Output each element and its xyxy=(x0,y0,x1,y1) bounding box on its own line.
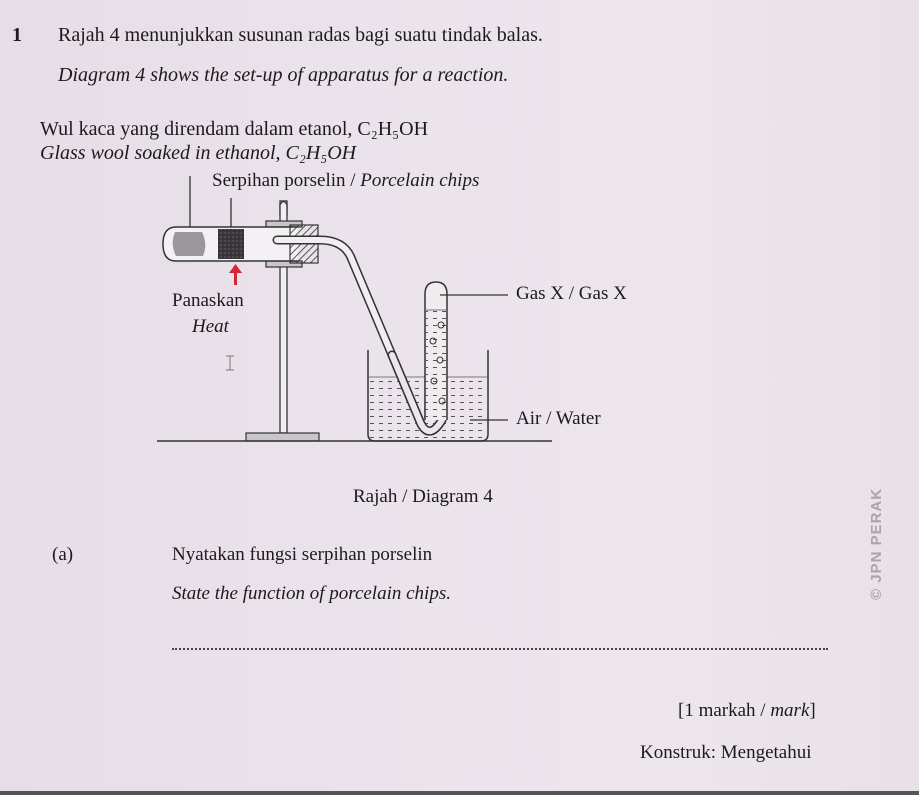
watermark: © JPN PERAK xyxy=(868,487,885,600)
question-number: 1 xyxy=(12,24,22,46)
question-intro-english: Diagram 4 shows the set-up of apparatus … xyxy=(58,64,509,86)
heat-arrow-icon xyxy=(229,264,242,285)
porcelain-chips-label: Serpihan porselin / Porcelain chips xyxy=(212,170,480,191)
heat-label-malay: Panaskan xyxy=(172,290,244,311)
screen-bottom-edge xyxy=(0,791,919,795)
construct-label: Konstruk: Mengetahui xyxy=(640,742,812,763)
marks-label: [1 markah / mark] xyxy=(678,700,816,721)
answer-line[interactable] xyxy=(172,640,828,650)
glass-wool xyxy=(172,232,206,256)
heat-label-english: Heat xyxy=(192,316,229,337)
gas-bubbles xyxy=(429,321,446,405)
part-a-question-english: State the function of porcelain chips. xyxy=(172,583,451,604)
porcelain-chips xyxy=(218,229,244,259)
part-a-label: (a) xyxy=(52,544,74,565)
water-label: Air / Water xyxy=(516,408,601,429)
question-intro-malay: Rajah 4 menunjukkan susunan radas bagi s… xyxy=(58,24,543,46)
diagram-caption: Rajah / Diagram 4 xyxy=(353,486,493,507)
part-a-question-malay: Nyatakan fungsi serpihan porselin xyxy=(172,544,433,565)
retort-stand-base xyxy=(245,432,320,442)
text-cursor-icon xyxy=(226,355,234,371)
glass-wool-label-english: Glass wool soaked in ethanol, C₂H₅OH xyxy=(40,142,357,164)
gas-x-label: Gas X / Gas X xyxy=(516,283,627,304)
glass-wool-label-malay: Wul kaca yang direndam dalam etanol, C₂H… xyxy=(40,118,429,140)
